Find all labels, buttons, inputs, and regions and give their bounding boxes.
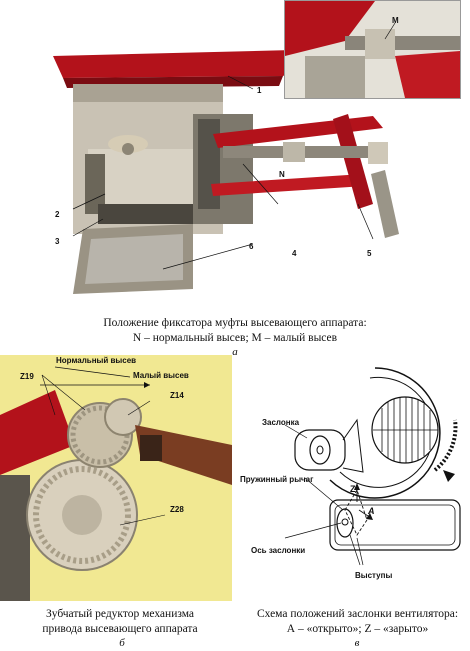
figure-b-caption-line2: привода высевающего аппарата: [42, 623, 198, 635]
figure-b-letter: б: [119, 637, 125, 649]
label-z28: Z28: [170, 505, 184, 514]
gearbox-illustration: [0, 355, 232, 601]
figure-a-caption-line1: Положение фиксатора муфты высевающего ап…: [103, 317, 367, 329]
gearbox-photo: [0, 355, 232, 601]
figure-b-caption-line1: Зубчатый редуктор механизма: [45, 608, 195, 620]
label-2: 2: [55, 210, 60, 219]
label-M: M: [392, 16, 399, 25]
label-z19: Z19: [20, 372, 34, 381]
figure-c-caption-line1: Схема положений заслонки вентилятора:: [256, 608, 459, 620]
label-normal-seeding: Нормальный высев: [56, 356, 137, 365]
label-spring-lever: Пружинный рычаг: [240, 475, 314, 484]
label-z14: Z14: [170, 391, 184, 400]
label-N: N: [279, 170, 285, 179]
figure-b-caption: Зубчатый редуктор механизма привода высе…: [20, 607, 220, 637]
figure-c-caption-line2: А – «открыто»; Z – «зарыто»: [286, 623, 429, 635]
label-1: 1: [257, 86, 262, 95]
fan-flap-drawing: [245, 360, 467, 600]
figure-c-letter: в: [354, 637, 360, 649]
figure-c-caption: Схема положений заслонки вентилятора: А …: [245, 607, 470, 637]
label-5: 5: [367, 249, 372, 258]
label-flap: Заслонка: [262, 418, 300, 427]
figure-a-caption-line2: N – нормальный высев; М – малый высев: [132, 332, 338, 344]
label-a-open: A: [368, 506, 375, 516]
fan-flap-diagram: [245, 360, 467, 600]
label-3: 3: [55, 237, 60, 246]
label-4: 4: [292, 249, 297, 258]
clutch-inset-illustration: [285, 1, 460, 98]
figure-a-letter: а: [232, 346, 238, 358]
label-6: 6: [249, 242, 254, 251]
label-ledges: Выступы: [355, 571, 393, 580]
label-small-seeding: Малый высев: [133, 371, 189, 380]
figure-a-caption: Положение фиксатора муфты высевающего ап…: [60, 316, 410, 346]
label-z-closed: Z: [350, 484, 356, 494]
clutch-inset-photo: [284, 0, 461, 99]
label-flap-axis: Ось заслонки: [251, 546, 306, 555]
